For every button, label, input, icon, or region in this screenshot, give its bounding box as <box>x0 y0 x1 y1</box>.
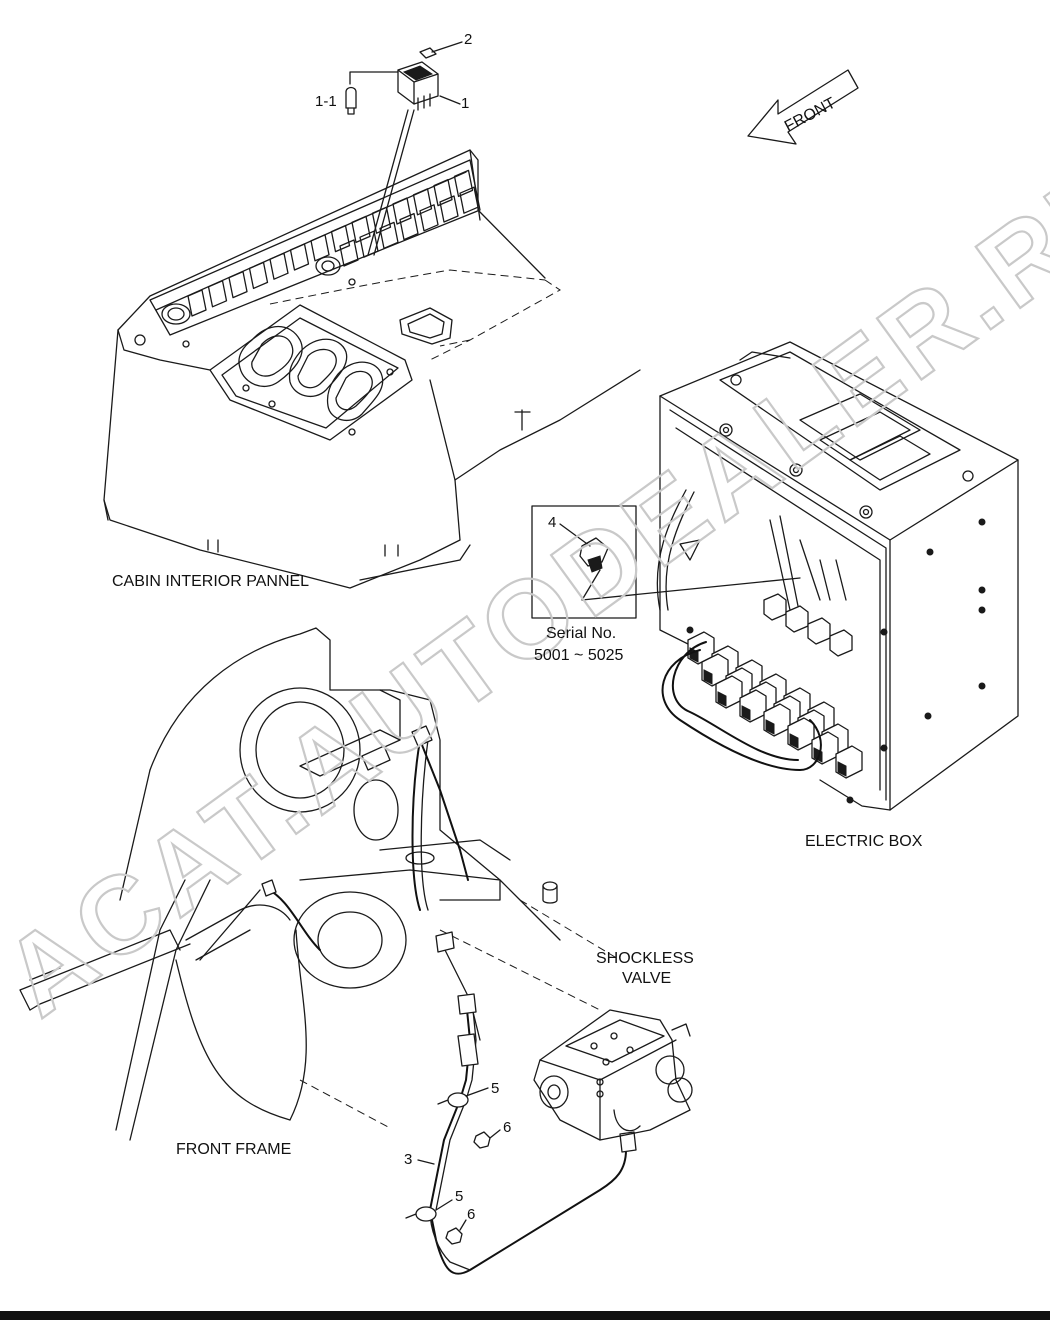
callout-switch: 1 <box>461 95 469 112</box>
switch-slot <box>392 197 412 225</box>
switch-cap <box>419 47 437 59</box>
shockless-valve <box>533 1009 693 1141</box>
relay-bank <box>687 593 863 779</box>
relay-terminal <box>765 719 775 735</box>
relay-terminal <box>789 733 799 749</box>
clamp-lower <box>415 1206 437 1222</box>
switch-slot-row <box>187 169 479 317</box>
label-front-frame: FRONT FRAME <box>176 1141 291 1158</box>
bottom-border-bar <box>0 1311 1050 1320</box>
callout-switch-lamp: 1-1 <box>315 93 337 110</box>
switch-slot <box>330 224 351 253</box>
switch-slot <box>453 169 474 198</box>
switch-slot <box>289 243 310 271</box>
switch-slot <box>339 239 359 267</box>
switch-slot <box>371 206 392 234</box>
label-shockless-line2: VALVE <box>622 970 671 987</box>
switch-slot <box>310 234 330 262</box>
switch-slot <box>459 186 479 214</box>
switch-slot <box>359 230 379 258</box>
cabin-interior-panel <box>103 149 641 589</box>
callout-clamp-upper: 5 <box>491 1080 499 1097</box>
callout-bolt-lower: 6 <box>467 1206 475 1223</box>
electric-box <box>656 341 1019 811</box>
label-serial-line2: 5001 ~ 5025 <box>534 647 624 664</box>
front-frame <box>19 627 621 1141</box>
wire-harness <box>261 725 637 1275</box>
switch-slot <box>439 195 459 223</box>
bulb-icon <box>345 86 357 109</box>
switch-slot <box>351 215 371 244</box>
front-arrow-icon: FRONT <box>747 69 859 145</box>
switch-slot <box>399 212 419 241</box>
switch-slot <box>419 204 439 232</box>
callout-switch-cap: 2 <box>464 31 472 48</box>
relay <box>807 617 831 645</box>
callout-clamp-lower: 5 <box>455 1188 463 1205</box>
label-shockless-line1: SHOCKLESS <box>596 950 694 967</box>
switch-slot <box>433 178 453 207</box>
label-electric-box: ELECTRIC BOX <box>805 833 923 850</box>
clamp-upper <box>447 1092 469 1108</box>
bolt-lower <box>445 1227 463 1245</box>
relay-terminal <box>703 669 713 685</box>
switch-slot <box>207 280 228 308</box>
relay <box>785 605 809 633</box>
relay-terminal <box>837 761 847 777</box>
front-arrow-label: FRONT <box>782 95 839 136</box>
callout-relay: 4 <box>548 514 556 531</box>
switch-assembly <box>345 41 463 256</box>
callout-harness: 3 <box>404 1151 412 1168</box>
relay <box>763 593 787 621</box>
switch-slot <box>379 221 399 250</box>
bolt-upper <box>473 1131 491 1149</box>
switch-slot <box>269 252 289 280</box>
callout-bolt-upper: 6 <box>503 1119 511 1136</box>
switch-slot <box>228 270 248 299</box>
label-serial-line1: Serial No. <box>546 625 616 642</box>
relay <box>829 629 853 657</box>
switch-slot <box>187 289 207 317</box>
relay-terminal <box>717 691 727 707</box>
relay-terminal <box>741 705 751 721</box>
switch-slot <box>412 188 433 216</box>
switch-slot <box>248 261 269 290</box>
label-cabin-interior-panel: CABIN INTERIOR PANNEL <box>112 573 309 590</box>
relay-detail-box <box>531 505 801 619</box>
